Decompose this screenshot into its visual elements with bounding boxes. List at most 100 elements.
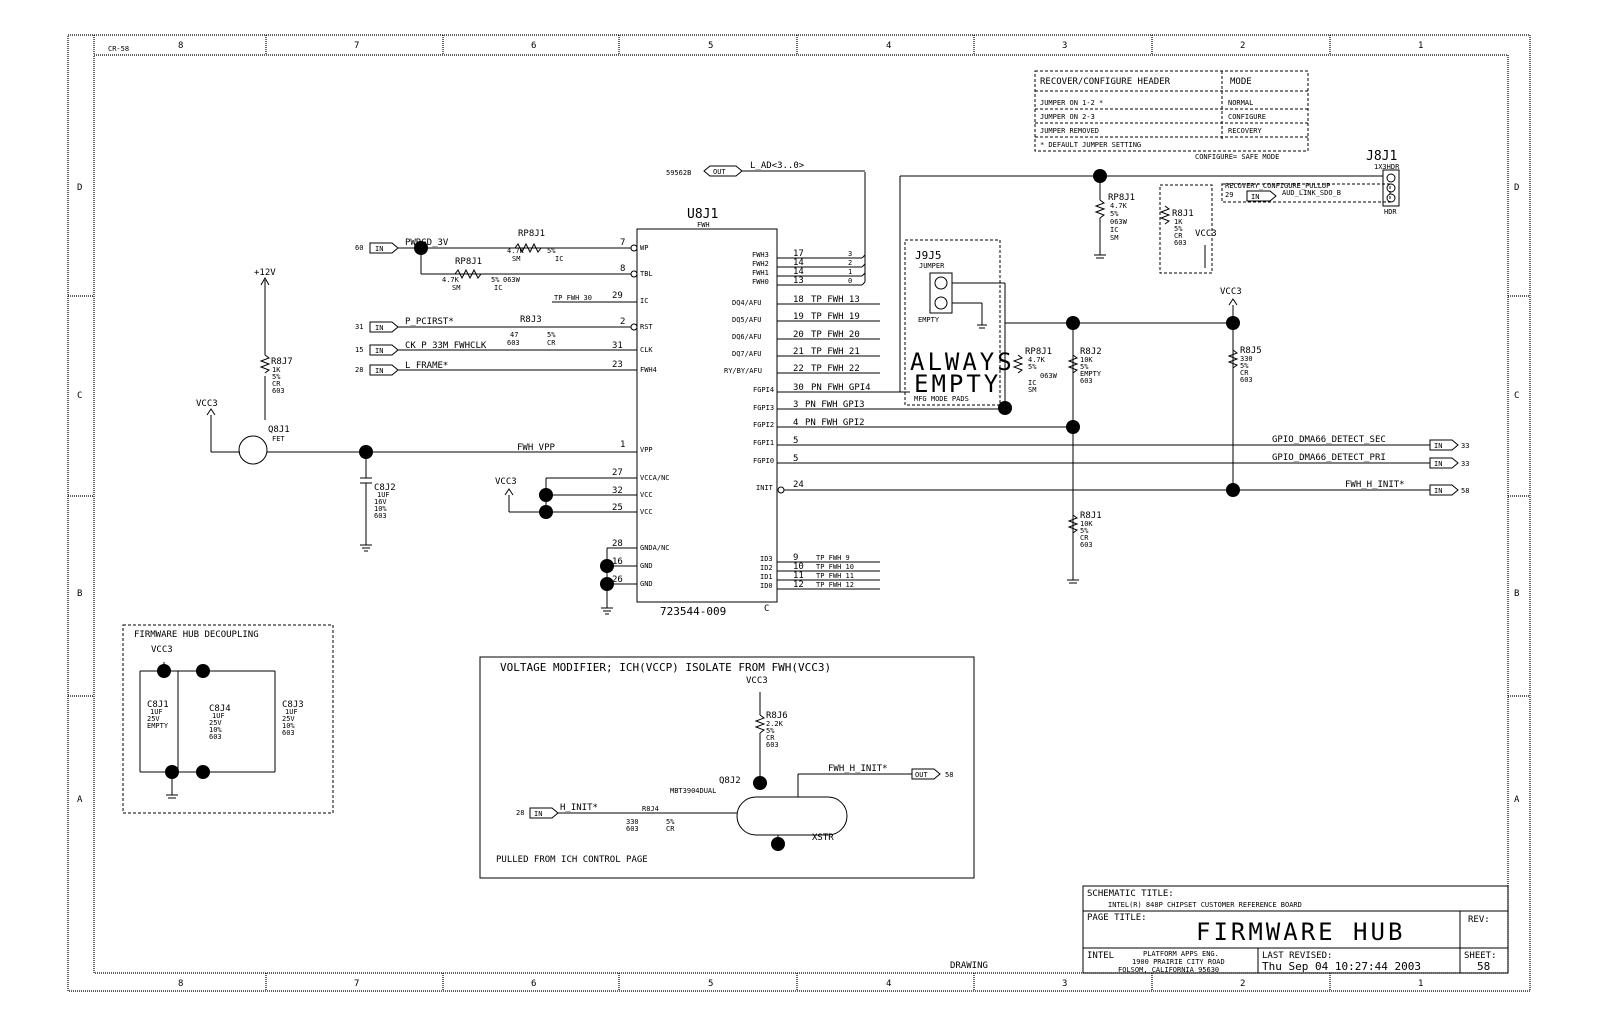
pin-number: 5 — [793, 436, 798, 446]
rp8j1-pct: 5% — [547, 247, 556, 255]
col-label: 4 — [886, 979, 891, 989]
vcc-gnd-group: VCC3 — [495, 477, 637, 615]
in-flag: IN — [375, 245, 383, 253]
pin-number: 10 — [793, 562, 804, 572]
col-label: 8 — [178, 979, 183, 989]
fwh-init-net: FWH_H_INIT* — [1345, 480, 1405, 490]
decoupling-box: FIRMWARE HUB DECOUPLING VCC3 C8J1 1UF 25… — [122, 624, 334, 814]
rp8j1-ref: RP8J1 — [518, 229, 545, 239]
r8j7-size: 603 — [272, 387, 285, 395]
schematic-title-label: SCHEMATIC TITLE: — [1087, 889, 1174, 899]
pin-number: 1 — [620, 440, 625, 450]
c8j2-ref: C8J2 — [374, 483, 396, 493]
col-label: 6 — [531, 41, 536, 51]
c8j2-size: 603 — [374, 512, 387, 520]
q8j1-type: FET — [272, 435, 285, 443]
page-title: FIRMWARE HUB — [1196, 918, 1405, 946]
pin-name: FGPI0 — [753, 457, 774, 465]
page-ref: 31 — [355, 323, 363, 331]
r8j1b-pct: 5% — [1080, 527, 1089, 535]
bi-flag: OUT — [713, 168, 726, 176]
pin-number: 31 — [612, 341, 623, 351]
pin-name: GND — [640, 580, 653, 588]
pin-name: GNDA/NC — [640, 544, 670, 552]
c8j4-ref: C8J4 — [209, 704, 231, 714]
r8j1-pct: 5% — [1174, 225, 1183, 233]
vcc3-label: VCC3 — [1195, 229, 1217, 239]
net-label: PN_FWH_GPI2 — [805, 418, 865, 428]
rp8j1d-val: 4.7K — [1028, 356, 1046, 364]
vcc3-label: VCC3 — [495, 477, 517, 487]
c8j3-ref: C8J3 — [282, 700, 304, 710]
col-label: 1 — [1418, 979, 1423, 989]
pcirst-net: P_PCIRST* — [405, 317, 454, 327]
pin-number: 30 — [793, 383, 804, 393]
r8j2-pct: 5% — [1080, 363, 1089, 371]
u8j1-right-wires — [777, 172, 1430, 590]
pin-number: 14 — [793, 258, 804, 268]
r8j5-size: 603 — [1240, 376, 1253, 384]
pin-name: ID0 — [760, 582, 773, 590]
r8j1b-size: 603 — [1080, 541, 1093, 549]
fwh-vpp-net: FWH_VPP — [517, 443, 556, 453]
sheet-frame — [67, 34, 1531, 992]
pin-name: IC — [640, 297, 648, 305]
pin-name: DQ5/AFU — [732, 316, 762, 324]
r8j4-size: 603 — [626, 825, 639, 833]
schematic-title: INTEL(R) 848P CHIPSET CUSTOMER REFERENCE… — [1108, 901, 1302, 909]
net-label: TP_FWH_11 — [816, 572, 854, 580]
col-label: 8 — [178, 41, 183, 51]
rp8j1b-ref: RP8J1 — [455, 257, 482, 267]
pin-name: FGPI1 — [753, 439, 774, 447]
col-label: 7 — [354, 979, 359, 989]
u8j1-right-pins: FWH3 FWH2 FWH1 FWH0 DQ4/AFU DQ5/AFU DQ6/… — [724, 251, 774, 590]
rp8j1c-ref: RP8J1 — [1108, 193, 1135, 203]
r8j5-pct: 5% — [1240, 362, 1249, 370]
row-label: C — [77, 391, 82, 401]
rp8j1c-val: 4.7K — [1110, 202, 1128, 210]
c8j3-size: 603 — [282, 729, 295, 737]
pin-name: DQ7/AFU — [732, 350, 762, 358]
r8j6-pkg: CR — [766, 734, 775, 742]
pin-name: RST — [640, 323, 653, 331]
pin-name: VCCA/NC — [640, 474, 670, 482]
empty-label: EMPTY — [914, 370, 1001, 398]
lad-page-ref: 59562B — [666, 169, 691, 177]
gpio-pri-net: GPIO_DMA66_DETECT_PRI — [1272, 453, 1386, 463]
frame-input: 28 IN L_FRAME* — [355, 361, 637, 376]
row-labels: D C B A D C B A — [77, 183, 1520, 805]
bus-bit: 0 — [848, 277, 852, 285]
recovery-pullup-net: RECOVERY_CONFIGURE_PULLUP — [1225, 182, 1330, 190]
table-row-mode: RECOVERY — [1228, 127, 1263, 135]
clk-net: CK_P_33M_FWHCLK — [405, 341, 487, 351]
table-header-left: RECOVER/CONFIGURE HEADER — [1040, 77, 1171, 87]
mfg-mode-label: MFG MODE PADS — [914, 395, 969, 403]
pin-name: FWH0 — [752, 278, 769, 286]
vpp-circuit: +12V R8J7 1K 5% CR 603 Q8J1 FET VCC3 FWH… — [196, 268, 637, 552]
r8j1-val: 1K — [1174, 218, 1183, 226]
pin-name: FWH1 — [752, 269, 769, 277]
pin-name: ID2 — [760, 564, 773, 572]
pin-name: FWH4 — [640, 366, 657, 374]
pin-number: 11 — [793, 571, 804, 581]
bus-bit: 3 — [848, 250, 852, 258]
fwh-init-net: FWH_H_INIT* — [828, 764, 888, 774]
pin-name: CLK — [640, 346, 653, 354]
pwrgd-input: 60 IN PWRGD_3V RP8J1 4.7K SM 5% IC RP8J1… — [355, 229, 638, 292]
rp8j1c-ic: IC — [1110, 226, 1118, 234]
page-ref: 15 — [355, 346, 363, 354]
rp8j1c-pct: 5% — [1110, 210, 1119, 218]
q8j2-ref: Q8J2 — [719, 776, 741, 786]
row-label: B — [77, 589, 82, 599]
pin-name: FGPI2 — [753, 421, 774, 429]
pin-number: 12 — [793, 580, 804, 590]
r8j6-val: 2.2K — [766, 720, 784, 728]
rp8j1d-pct: 5% — [1028, 363, 1037, 371]
c8j3-pct: 10% — [282, 722, 295, 730]
net-label: TP_FWH_9 — [816, 554, 850, 562]
address-line: PLATFORM APPS ENG. — [1143, 950, 1219, 958]
rp8j1b-ic: IC — [494, 284, 502, 292]
r8j7-ref: R8J7 — [271, 357, 293, 367]
vcc3-label: VCC3 — [746, 676, 768, 686]
table-footnote: * DEFAULT JUMPER SETTING — [1040, 141, 1141, 149]
